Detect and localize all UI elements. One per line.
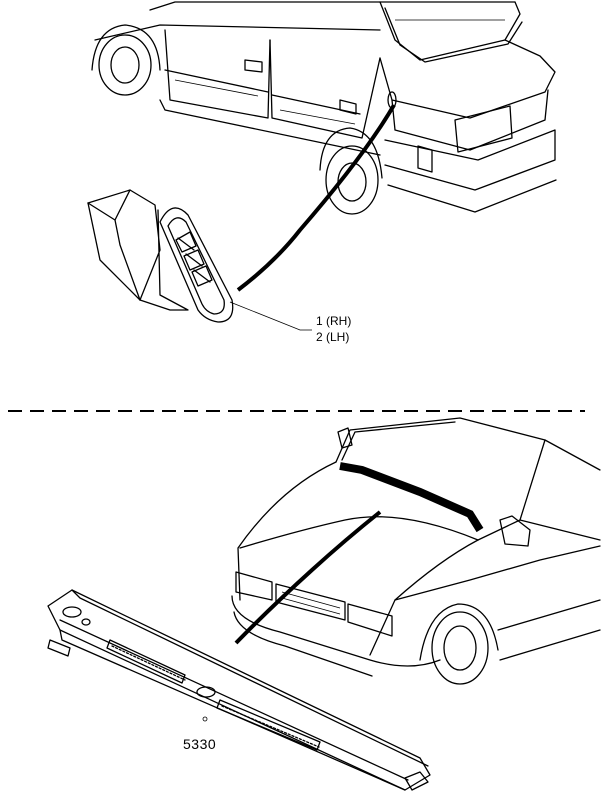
part-label-lh: 2 (LH)	[316, 330, 349, 344]
leader-line-bottom	[234, 510, 382, 645]
callout-leader-top	[229, 301, 312, 331]
cowl-seal-strip	[339, 462, 484, 533]
cowl-panel-part	[47, 589, 431, 791]
part-label-rh: 1 (RH)	[316, 314, 351, 328]
rear-car-illustration	[91, 1, 557, 215]
front-car-illustration	[231, 417, 601, 685]
leader-line-top	[236, 103, 396, 292]
part-number-marker	[202, 716, 208, 722]
part-number-label: 5330	[183, 736, 216, 752]
vent-duct-part	[87, 189, 234, 323]
